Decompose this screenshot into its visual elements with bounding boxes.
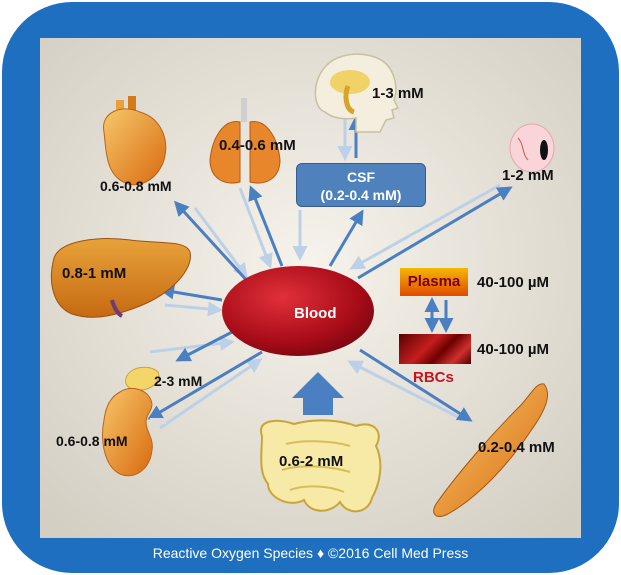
muscle-value: 0.2-0.4 mM <box>478 439 555 456</box>
arrows-inbound <box>149 118 501 430</box>
footer-caption: Reactive Oxygen Species ♦ ©2016 Cell Med… <box>152 545 469 561</box>
adrenal-value: 2-3 mM <box>154 373 203 389</box>
rbcs-image <box>399 334 471 364</box>
kidney-icon <box>102 388 166 477</box>
blood-label: Blood <box>294 305 337 322</box>
eye-icon <box>509 123 555 173</box>
muscle-icon <box>433 383 548 517</box>
intestine-icon <box>259 419 382 513</box>
csf-box: CSF (0.2-0.4 mM) <box>296 163 426 207</box>
brain-icon <box>314 53 400 133</box>
lungs-icon <box>209 98 281 184</box>
csf-title: CSF <box>347 169 375 185</box>
plasma-box: Plasma <box>400 268 468 296</box>
lungs-value: 0.4-0.6 mM <box>219 137 296 154</box>
arrows-outbound <box>147 115 513 422</box>
liver-value: 0.8-1 mM <box>62 265 127 282</box>
liver-icon <box>51 238 191 318</box>
eye-value: 1-2 mM <box>502 167 554 184</box>
kidney-value: 0.6-0.8 mM <box>56 433 128 449</box>
heart-value: 0.6-0.8 mM <box>100 178 172 194</box>
blood-node <box>222 266 374 356</box>
adrenal-gland-icon <box>125 366 160 391</box>
intestine-value: 0.6-2 mM <box>279 453 344 470</box>
rbcs-value: 40-100 µM <box>477 341 550 358</box>
heart-icon <box>103 96 167 186</box>
brain-value: 1-3 mM <box>372 85 424 102</box>
plasma-value: 40-100 µM <box>477 274 550 291</box>
csf-range: (0.2-0.4 mM) <box>320 187 402 203</box>
absorption-arrow <box>292 372 344 415</box>
rbcs-label: RBCs <box>413 369 454 386</box>
